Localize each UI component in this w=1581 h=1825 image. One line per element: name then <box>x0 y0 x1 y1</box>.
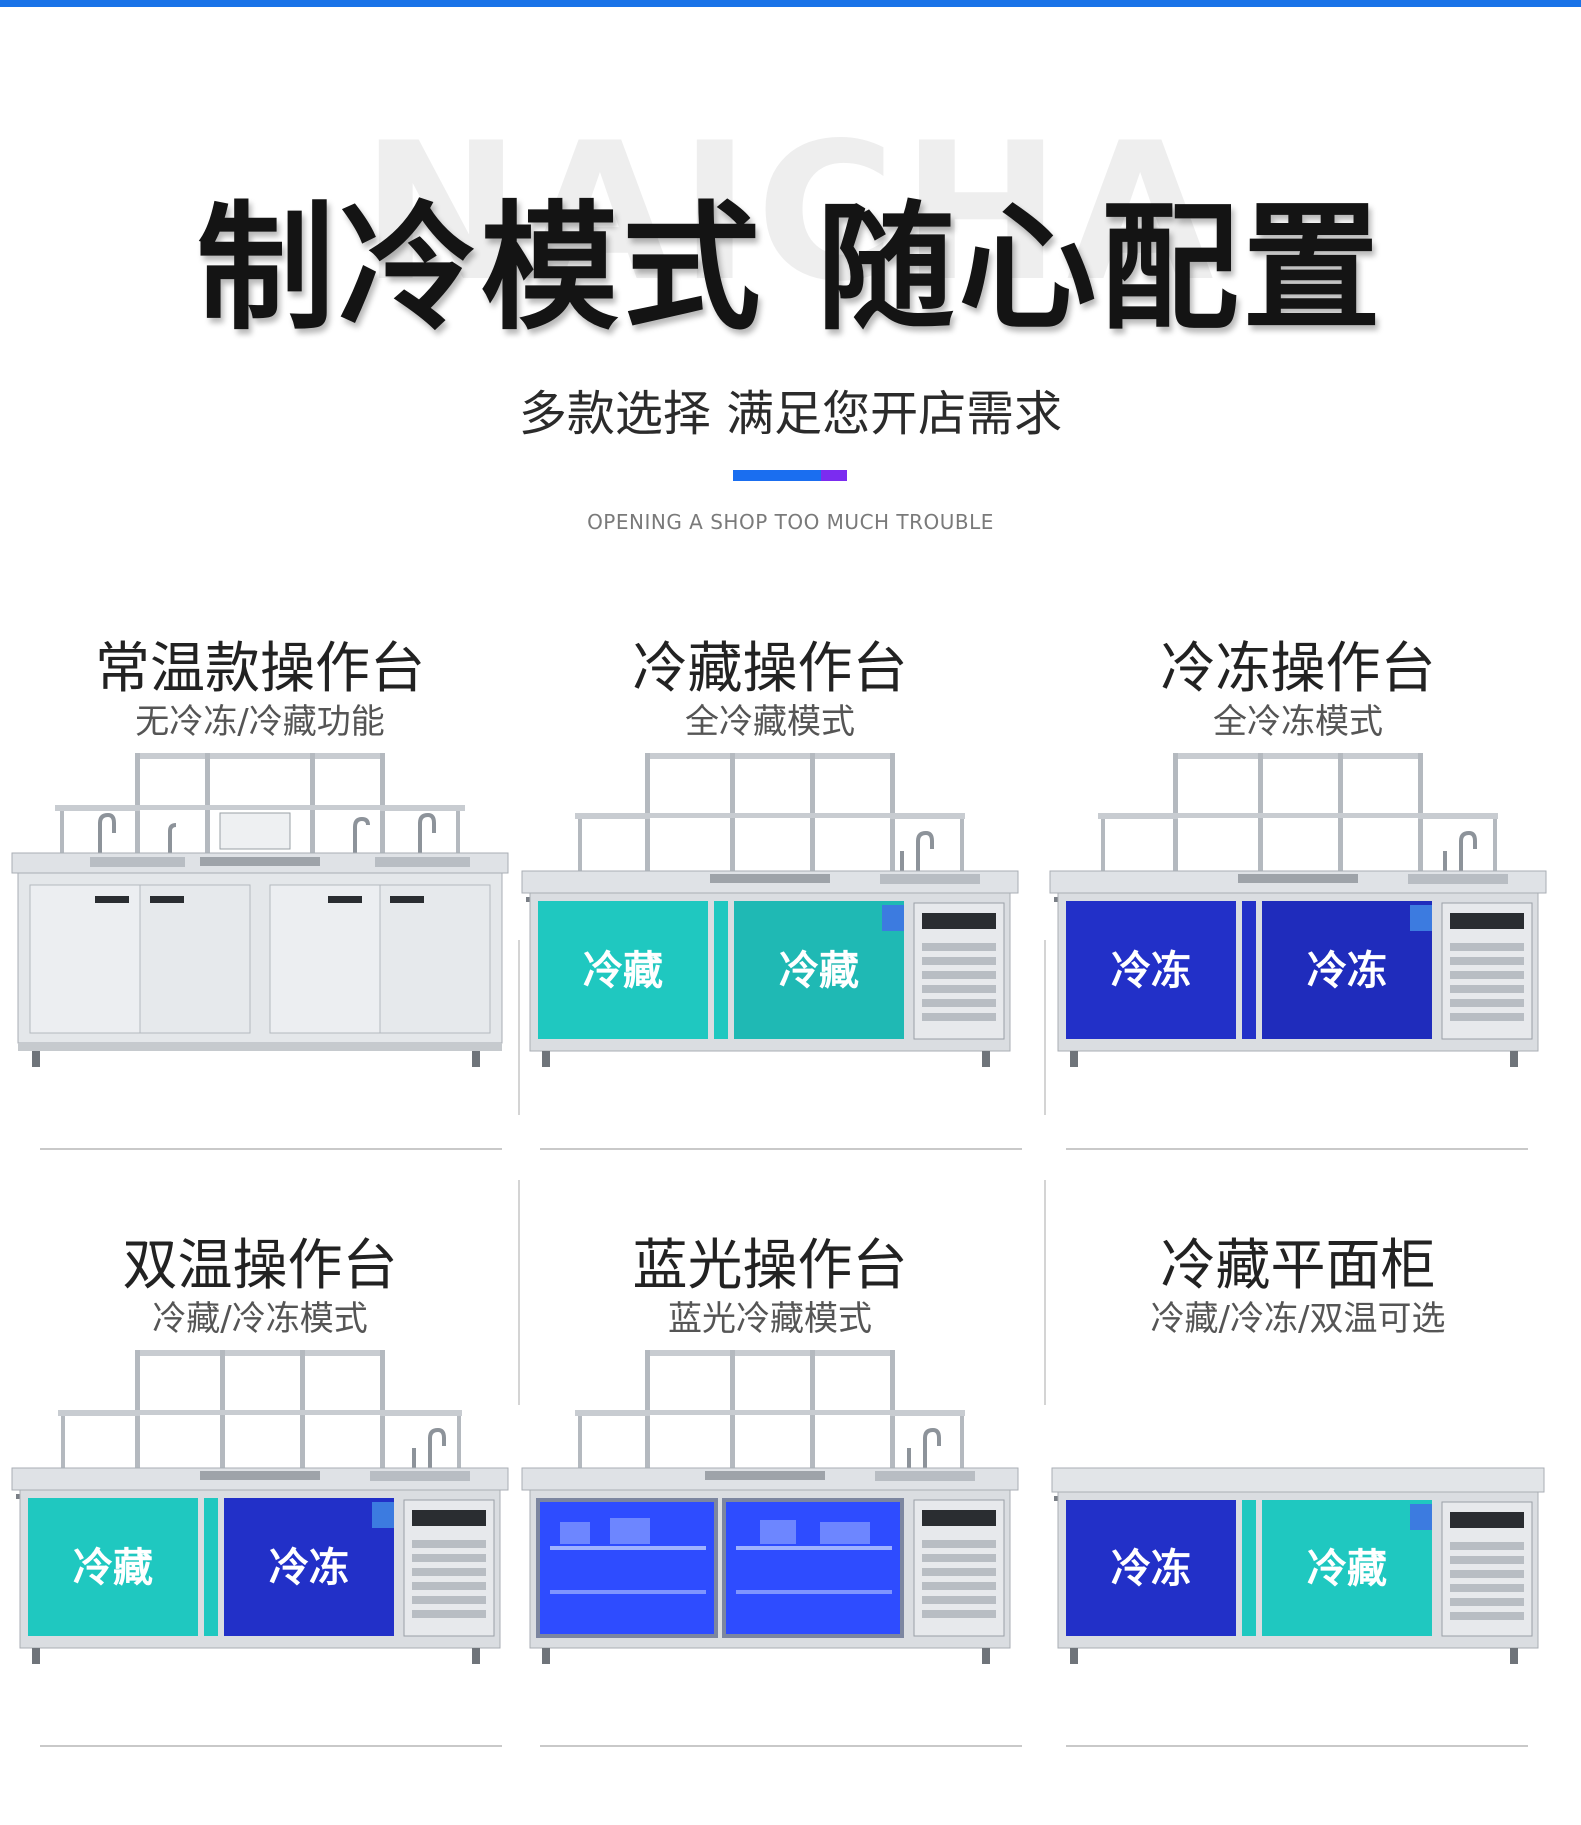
card-divider-line <box>40 1745 502 1747</box>
page-subtitle: 多款选择 满足您开店需求 <box>518 386 1063 442</box>
card-divider-line <box>1066 1148 1528 1150</box>
accent-blue-segment <box>733 470 821 481</box>
product-image-blue-light-counter <box>520 1350 1020 1690</box>
product-card-blue-light[interactable]: 蓝光操作台 蓝光冷藏模式 <box>520 1233 1022 1825</box>
product-image-ambient-counter <box>10 753 510 1093</box>
column-divider <box>1044 1180 1046 1405</box>
product-card-chilled[interactable]: 冷藏操作台 全冷藏模式 冷藏 冷藏 <box>520 636 1022 1228</box>
door-label: 冷冻 <box>1111 948 1191 994</box>
product-image-frozen-counter: 冷冻 冷冻 <box>1048 753 1548 1093</box>
product-name: 冷冻操作台 <box>1160 636 1436 700</box>
product-card-frozen[interactable]: 冷冻操作台 全冷冻模式 冷冻 冷冻 <box>1048 638 1548 1228</box>
product-name: 蓝光操作台 <box>632 1233 908 1297</box>
page-title: 制冷模式 随心配置 <box>196 188 1385 349</box>
product-image-dual-temp-counter: 冷藏 冷冻 <box>10 1350 510 1690</box>
product-image-chilled-counter: 冷藏 冷藏 <box>520 753 1020 1093</box>
column-divider <box>1044 940 1046 1115</box>
product-name: 冷藏操作台 <box>632 636 908 700</box>
product-card-flat-cabinet[interactable]: 冷藏平面柜 冷藏/冷冻/双温可选 冷冻 冷藏 <box>1048 1235 1548 1825</box>
door-label: 冷藏 <box>73 1545 153 1591</box>
column-divider <box>518 1180 520 1405</box>
accent-purple-segment <box>821 470 847 481</box>
door-label: 冷藏 <box>779 948 859 994</box>
product-description: 冷藏/冷冻/双温可选 <box>1150 1299 1446 1339</box>
product-description: 全冷冻模式 <box>1213 702 1383 742</box>
product-card-ambient[interactable]: 常温款操作台 无冷冻/冷藏功能 <box>10 638 510 1228</box>
product-description: 冷藏/冷冻模式 <box>152 1299 368 1339</box>
product-description: 蓝光冷藏模式 <box>668 1299 872 1339</box>
product-name: 双温操作台 <box>122 1233 398 1297</box>
door-label: 冷冻 <box>1111 1546 1191 1592</box>
background-watermark: NAICHA <box>361 102 1220 323</box>
top-accent-bar <box>0 0 1581 7</box>
card-divider-line <box>1066 1745 1528 1747</box>
card-divider-line <box>540 1745 1022 1747</box>
english-tagline: OPENING A SHOP TOO MUCH TROUBLE <box>587 510 994 534</box>
product-description: 全冷藏模式 <box>685 702 855 742</box>
product-name: 常温款操作台 <box>94 636 425 700</box>
door-label: 冷藏 <box>1307 1546 1387 1592</box>
product-description: 无冷冻/冷藏功能 <box>135 702 385 742</box>
card-divider-line <box>540 1148 1022 1150</box>
product-image-flat-cabinet: 冷冻 冷藏 <box>1048 1350 1548 1690</box>
door-label: 冷冻 <box>1307 948 1387 994</box>
product-card-dual-temp[interactable]: 双温操作台 冷藏/冷冻模式 冷藏 冷冻 <box>10 1235 510 1825</box>
product-name: 冷藏平面柜 <box>1160 1233 1436 1297</box>
door-label: 冷藏 <box>583 948 663 994</box>
card-divider-line <box>40 1148 502 1150</box>
column-divider <box>518 940 520 1115</box>
accent-underline <box>733 470 847 481</box>
door-label: 冷冻 <box>269 1545 349 1591</box>
